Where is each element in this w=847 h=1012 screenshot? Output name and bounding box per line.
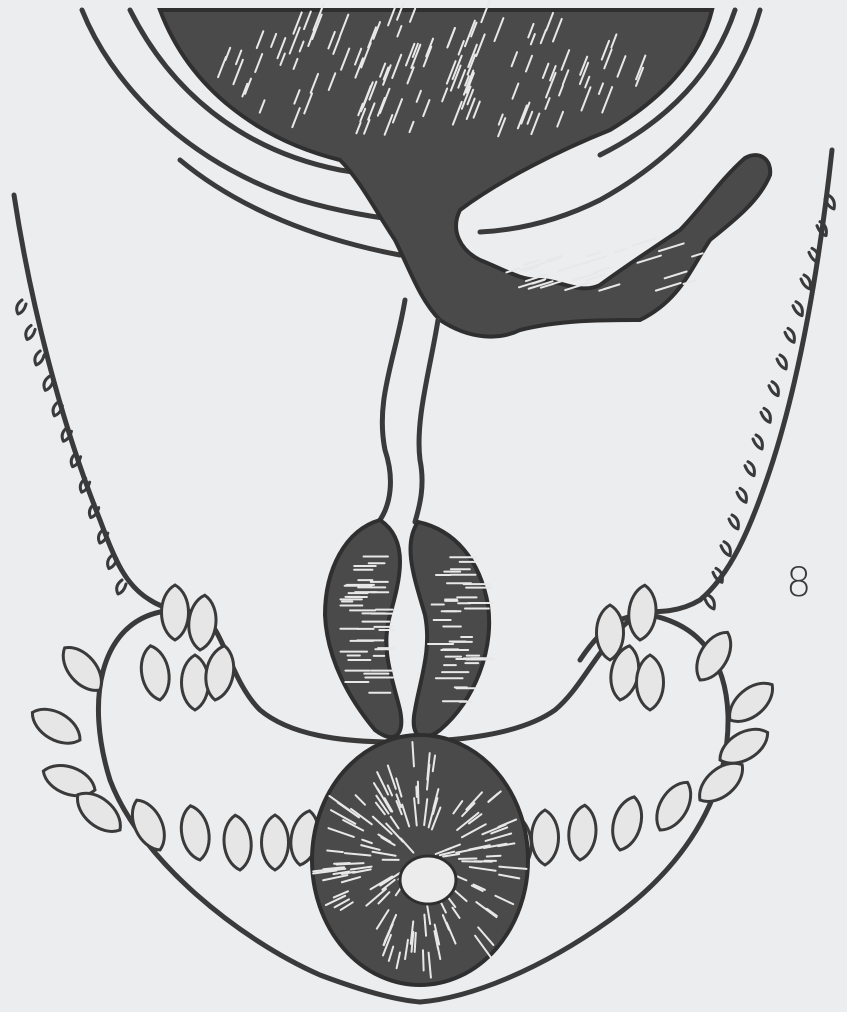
tentacle-knob [597,605,624,660]
tentacle-knob [532,810,559,865]
tentacle-knob [182,655,209,710]
hatch-stroke [572,273,596,281]
figure-number: 8 [786,560,811,606]
spine [713,568,722,582]
spine [761,408,770,422]
tentacle-knob [262,815,289,870]
hatch-stroke [571,259,597,267]
tentacle-knob [222,814,254,871]
tentacle-knob [627,584,659,641]
tentacle-knob [607,793,647,853]
tentacle-knob [177,803,213,862]
spine [793,302,802,316]
tentacle-knob [567,804,599,861]
spine [801,275,810,289]
hatch-stroke [487,856,501,857]
tentacle-knob [137,643,173,702]
spine [35,351,44,365]
spine [17,300,26,314]
hatch-stroke [416,787,417,797]
spine [777,355,786,369]
hatch-stroke [614,248,627,252]
spine [737,488,746,502]
spine [769,382,778,396]
upper-ganglion-mass [160,10,770,337]
tentacle-knob [162,585,189,640]
connectives [380,300,438,522]
body-wall-left [14,195,200,612]
spine [785,328,794,342]
spine [809,248,818,262]
spine [753,435,762,449]
tentacle-knob [26,701,87,752]
tentacle-knob [648,776,699,837]
hatch-stroke [594,267,610,272]
tentacle-knob [187,594,219,651]
hatch-stroke [633,238,655,245]
hatch-stroke [415,933,416,952]
spine [721,542,730,556]
spine [117,580,126,594]
spine [729,515,738,529]
spine [26,325,35,339]
hatch-stroke [587,252,600,256]
hatch-stroke [462,861,481,862]
tentacle-knob [637,655,664,710]
body-wall-spines-right [705,195,834,609]
hatch-stroke [423,950,424,970]
hatch-stroke [418,782,419,804]
right-middle-ganglion [410,522,489,737]
central-opening [400,856,456,904]
spine [745,462,754,476]
